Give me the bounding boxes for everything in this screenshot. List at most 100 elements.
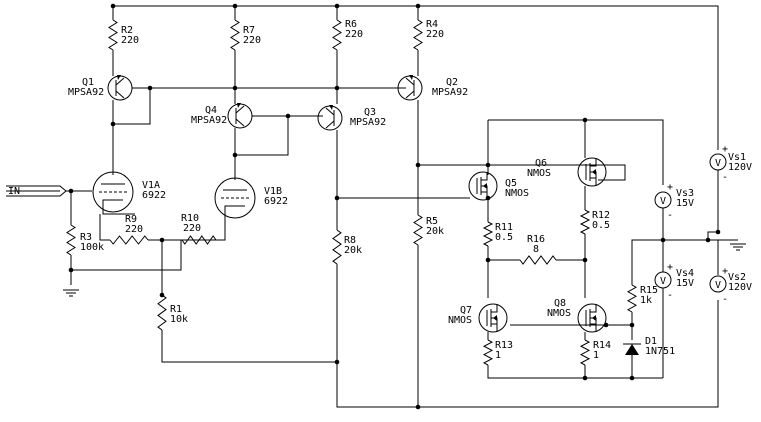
v1b-ref-label: V1B <box>264 186 282 197</box>
r2-resistor <box>108 19 118 51</box>
r3-value-label: 100k <box>80 242 104 253</box>
q6-ref-label: Q6 <box>535 158 547 169</box>
q3-transistor <box>317 105 343 131</box>
r13-ref-label: R13 <box>495 340 513 351</box>
r12-ref-label: R12 <box>592 210 610 221</box>
vs2-value-label: 120V <box>728 282 752 293</box>
q3-value-label: MPSA92 <box>350 117 386 128</box>
r7-ref-label: R7 <box>243 25 255 36</box>
r16-ref-label: R16 <box>527 234 545 245</box>
r14-ref-label: R14 <box>593 340 611 351</box>
r4-ref-label: R4 <box>426 19 438 30</box>
q4-ref-label: Q4 <box>205 105 217 116</box>
q1-ref-label: Q1 <box>82 77 94 88</box>
r12-value-label: 0.5 <box>592 220 610 231</box>
vs1-value-label: 120V <box>728 162 752 173</box>
minus-sign: - <box>667 210 673 221</box>
q2-value-label: MPSA92 <box>432 87 468 98</box>
vs3-value-label: 15V <box>676 198 694 209</box>
voltage-symbol: V <box>715 280 721 291</box>
wires <box>6 3 738 410</box>
top-rail <box>113 5 719 150</box>
minus-sign: - <box>722 172 728 183</box>
r9-ref-label: R9 <box>125 214 137 225</box>
q4-transistor <box>227 103 253 129</box>
q1-value-label: MPSA92 <box>68 87 104 98</box>
plus-sign: + <box>722 266 728 277</box>
bottom-rail <box>336 264 719 408</box>
q7-ref-label: Q7 <box>460 305 472 316</box>
r15-ref-label: R15 <box>640 285 658 296</box>
q2-transistor <box>397 75 423 101</box>
wire <box>99 214 110 241</box>
wire <box>631 239 708 245</box>
r10-resistor <box>181 235 217 245</box>
r4-resistor <box>413 19 423 51</box>
wire <box>112 87 151 125</box>
junction-dot <box>629 322 635 328</box>
r2-value-label: 220 <box>121 35 139 46</box>
vs1-voltage-source: V+- <box>709 144 728 183</box>
r1-value-label: 10k <box>170 314 188 325</box>
r9-resistor <box>109 235 149 245</box>
r8-ref-label: R8 <box>344 235 356 246</box>
wire <box>487 365 663 379</box>
wire <box>161 330 337 363</box>
q5-mosfet <box>468 171 498 201</box>
ground-symbol <box>730 243 746 251</box>
v1a-triode <box>92 171 134 213</box>
minus-sign: - <box>667 290 673 301</box>
junction-dot <box>415 404 421 410</box>
plus-sign: + <box>667 182 673 193</box>
r7-value-label: 220 <box>243 35 261 46</box>
q2-ref-label: Q2 <box>446 77 458 88</box>
vs4-voltage-source: V+ - <box>654 262 673 301</box>
q4-value-label: MPSA92 <box>191 115 227 126</box>
wire <box>234 116 289 156</box>
v1b-value-label: 6922 <box>264 196 288 207</box>
r3-ref-label: R3 <box>80 232 92 243</box>
q8-ref-label: Q8 <box>554 298 566 309</box>
v1a-ref-label: V1A <box>142 180 160 191</box>
r16-resistor <box>519 255 557 265</box>
junction-dot <box>334 359 340 365</box>
plus-sign: + <box>722 144 728 155</box>
junction-dot <box>715 229 721 235</box>
vs1-ref-label: Vs1 <box>728 152 746 163</box>
voltage-symbol: V <box>660 196 666 207</box>
r5-resistor <box>413 214 423 246</box>
q7-mosfet <box>478 303 508 333</box>
r11-ref-label: R11 <box>495 222 513 233</box>
d1-zener-diode <box>623 343 641 355</box>
r11-value-label: 0.5 <box>495 232 513 243</box>
r15-resistor <box>626 284 638 313</box>
r2-ref-label: R2 <box>121 25 133 36</box>
q1-transistor <box>107 75 133 101</box>
v1b-triode <box>214 177 256 219</box>
vs4-ref-label: Vs4 <box>676 268 694 279</box>
wire <box>418 164 626 181</box>
labels: R2220Q1MPSA92R7220Q4MPSA92R6220Q3MPSA92R… <box>8 19 752 361</box>
d1-value-label: 1N751 <box>645 346 675 357</box>
plus-sign: + <box>667 262 673 273</box>
r13-resistor <box>482 339 494 366</box>
q8-mosfet <box>577 303 607 333</box>
r5-value-label: 20k <box>426 226 444 237</box>
r12-resistor <box>579 209 591 235</box>
voltage-symbol: V <box>660 276 666 287</box>
r14-resistor <box>579 339 591 366</box>
r3-resistor <box>66 224 76 256</box>
ground-symbol <box>63 289 79 297</box>
r6-resistor <box>332 19 342 51</box>
input-label: IN <box>8 186 20 197</box>
q5-value-label: NMOS <box>505 188 529 199</box>
junction-dot <box>232 85 238 91</box>
r13-value-label: 1 <box>495 350 501 361</box>
r10-value-label: 220 <box>183 223 201 234</box>
r5-ref-label: R5 <box>426 216 438 227</box>
q8-value-label: NMOS <box>547 308 571 319</box>
r10-ref-label: R10 <box>181 213 199 224</box>
q5-ref-label: Q5 <box>505 178 517 189</box>
r11-resistor <box>482 221 494 247</box>
